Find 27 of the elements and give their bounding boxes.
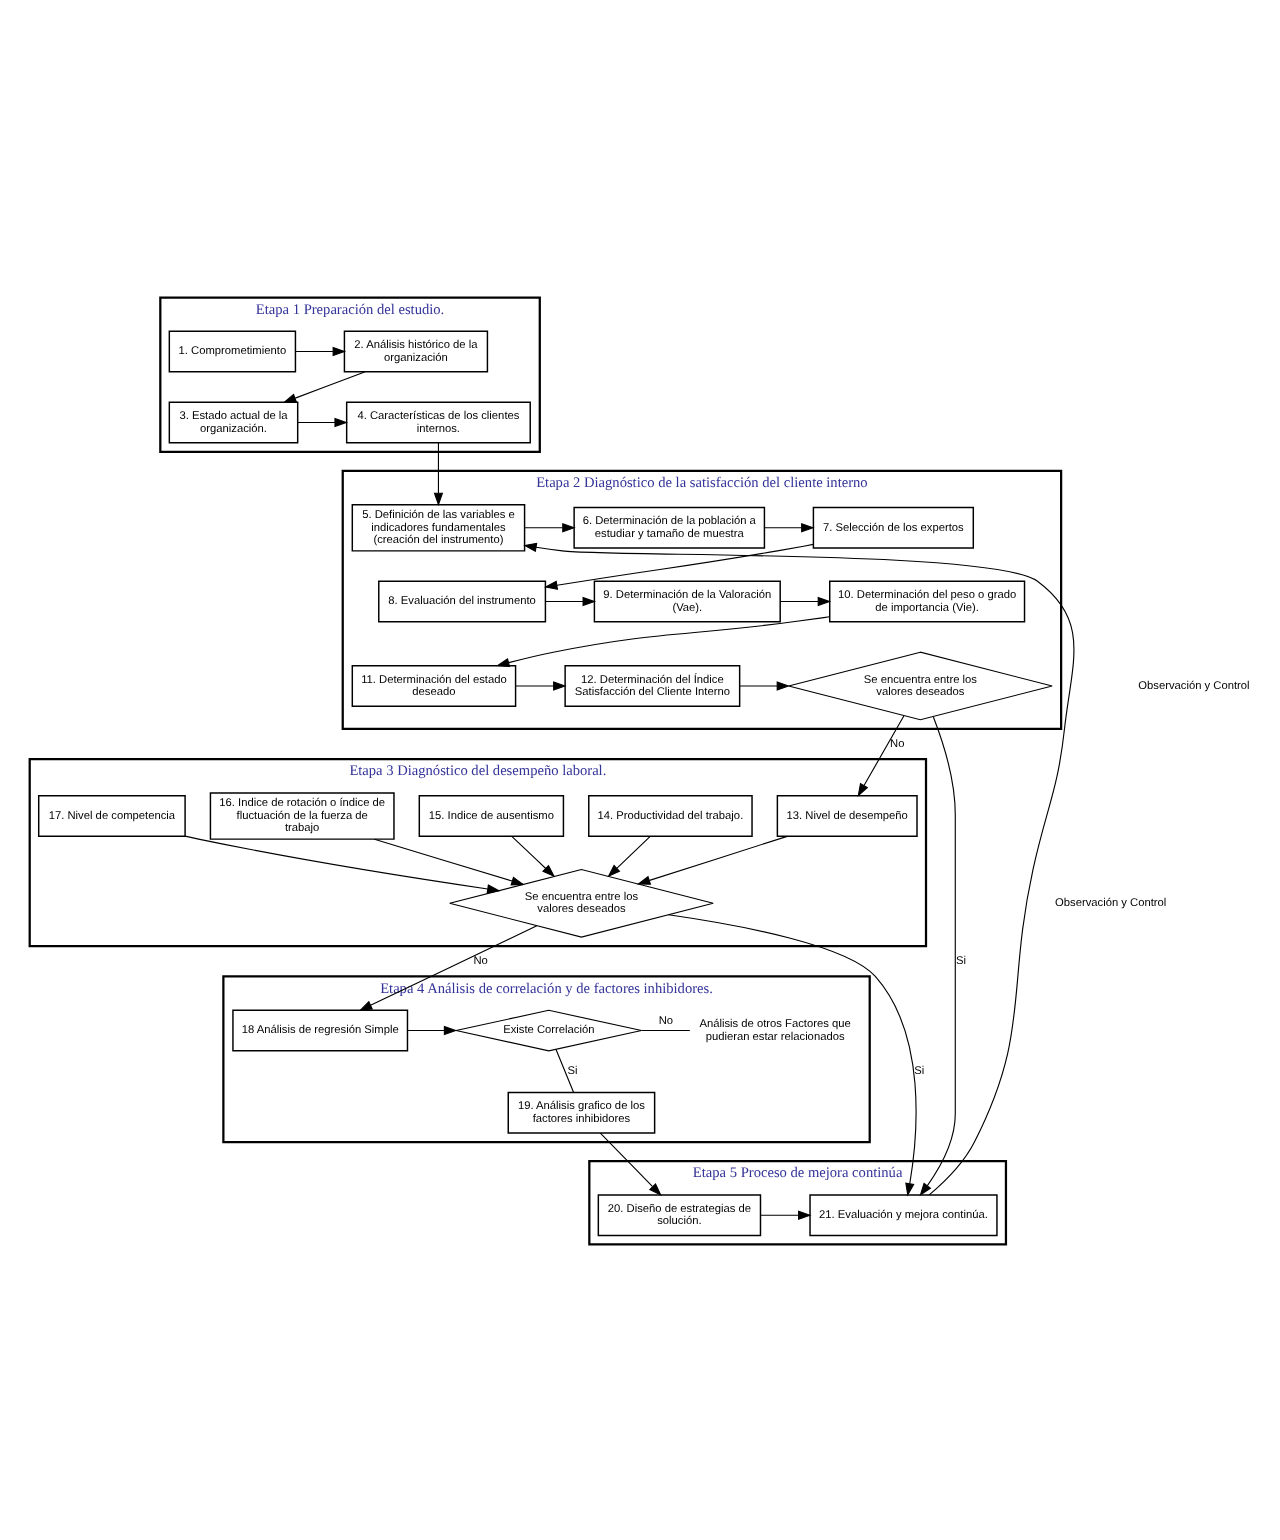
- arrow: [764, 522, 815, 532]
- arrow: [739, 680, 791, 690]
- arrow: [667, 913, 917, 1196]
- arrow: [919, 715, 956, 1196]
- arrow: [184, 834, 501, 893]
- arrow: [297, 416, 348, 427]
- arrow: [282, 370, 366, 402]
- arrow: [523, 541, 1075, 1195]
- connector: [555, 1047, 575, 1092]
- arrow: [857, 714, 905, 796]
- arrow: [515, 680, 567, 690]
- arrow: [636, 834, 788, 884]
- arrow: [544, 542, 814, 589]
- arrow: [496, 615, 831, 667]
- connector: [640, 1029, 691, 1031]
- arrow: [524, 522, 576, 532]
- arrow: [407, 1024, 458, 1035]
- arrow: [545, 595, 597, 606]
- arrow: [433, 441, 444, 506]
- arrow: [511, 834, 556, 877]
- arrow: [607, 834, 651, 877]
- arrow: [760, 1209, 812, 1219]
- arrow: [779, 595, 832, 606]
- arrow: [599, 1131, 662, 1196]
- arrow: [373, 837, 525, 885]
- arrow: [294, 345, 347, 356]
- arrow: [358, 924, 538, 1010]
